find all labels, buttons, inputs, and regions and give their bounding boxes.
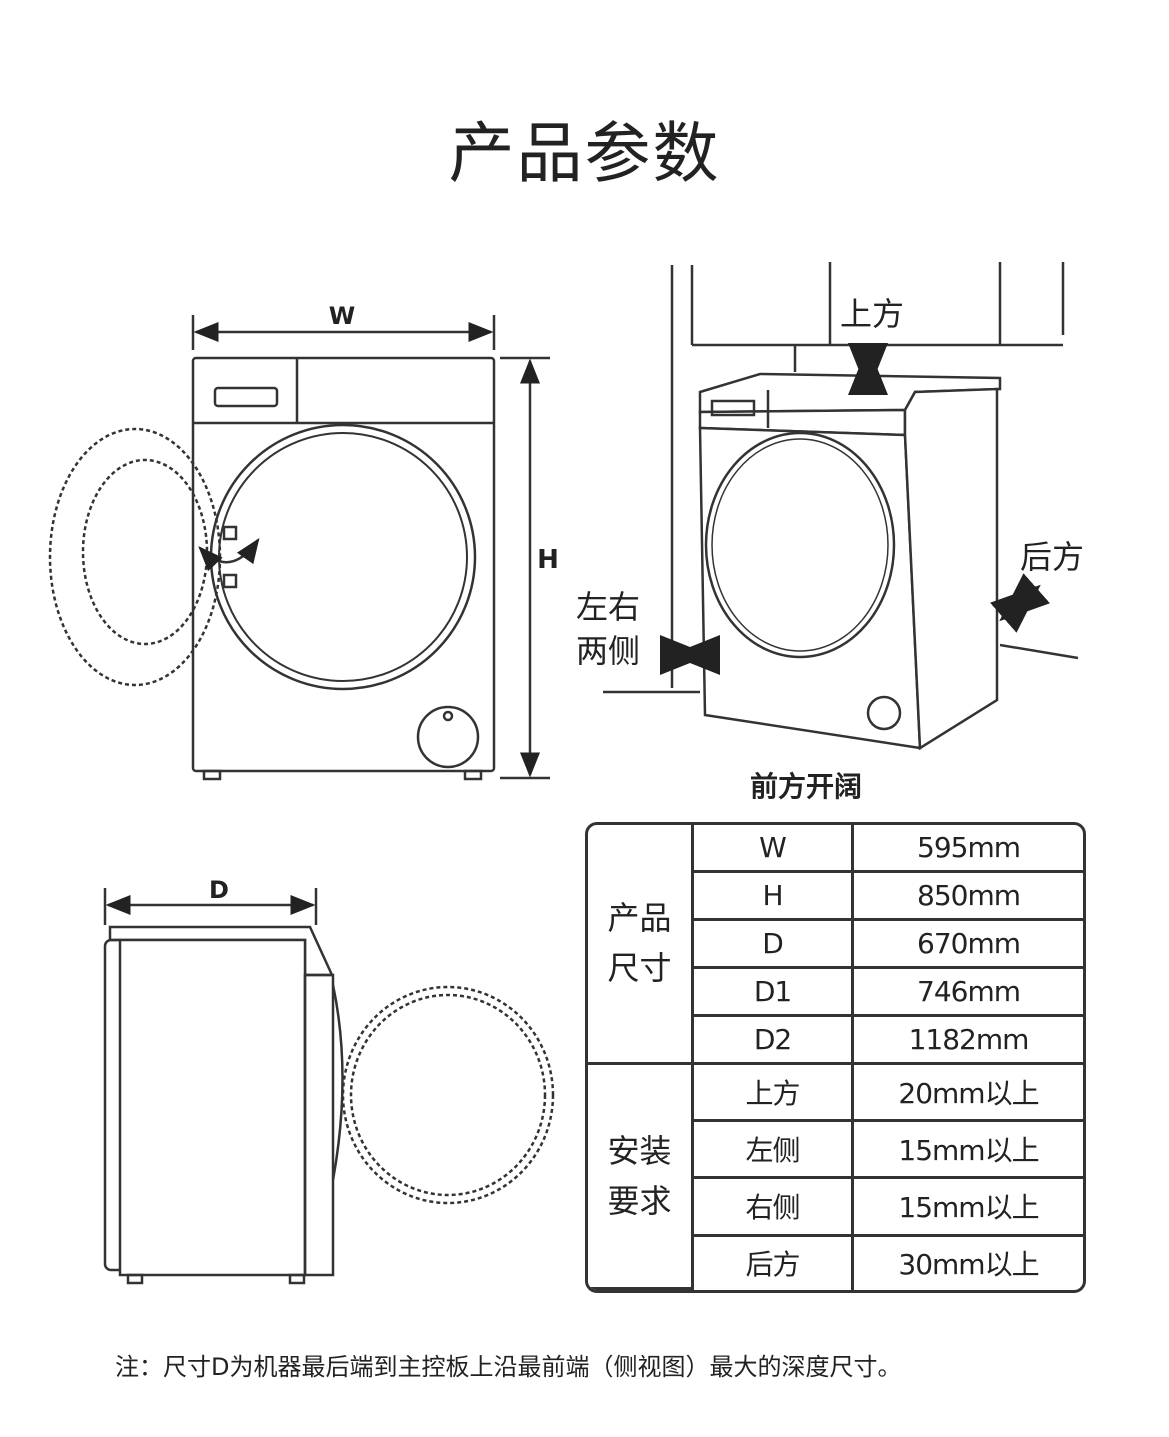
page-title: 产品参数 — [448, 115, 721, 192]
door-swing-arrow — [198, 537, 260, 572]
row-key: D1 — [694, 968, 854, 1017]
top-label: 上方 — [840, 295, 904, 333]
sides-label-line1: 左右 — [576, 588, 640, 626]
row-key: 右侧 — [694, 1179, 854, 1237]
row-value: 595mm — [854, 825, 1083, 873]
front-view-washer — [48, 315, 550, 781]
table-row: 后方 30mm以上 — [588, 1236, 1083, 1290]
height-label: H — [537, 545, 559, 575]
row-value: 15mm以上 — [854, 1122, 1083, 1180]
row-key: H — [694, 872, 854, 921]
group-label-dimensions: 产品尺寸 — [588, 825, 694, 1065]
install-view-washer — [603, 262, 1079, 751]
row-key: 后方 — [694, 1236, 854, 1290]
row-value: 850mm — [854, 873, 1083, 921]
sides-label-line2: 两侧 — [576, 632, 640, 670]
row-key: D2 — [694, 1016, 854, 1065]
row-value: 1182mm — [854, 1017, 1083, 1065]
row-value: 15mm以上 — [854, 1179, 1083, 1237]
front-clearance-label: 前方开阔 — [750, 770, 863, 803]
side-view-washer — [103, 888, 555, 1285]
row-value: 670mm — [854, 921, 1083, 969]
rear-clearance-arrow — [990, 573, 1050, 633]
table-row: 产品尺寸 W 595mm — [588, 825, 1083, 1065]
table-row: 安装要求 上方 20mm以上 — [588, 1064, 1083, 1290]
row-key: 上方 — [694, 1064, 854, 1123]
rear-label: 后方 — [1020, 538, 1084, 576]
row-value: 746mm — [854, 969, 1083, 1017]
row-value: 30mm以上 — [898, 1248, 1039, 1282]
row-key: 左侧 — [694, 1122, 854, 1180]
footnote: 注：尺寸D为机器最后端到主控板上沿最前端（侧视图）最大的深度尺寸。 — [115, 1353, 902, 1381]
width-label: W — [329, 302, 355, 330]
row-key: D — [694, 920, 854, 969]
group-label-installation: 安装要求 — [588, 1064, 694, 1290]
row-value: 20mm以上 — [854, 1065, 1083, 1123]
depth-label: D — [209, 876, 229, 904]
row-key: W — [694, 825, 854, 873]
